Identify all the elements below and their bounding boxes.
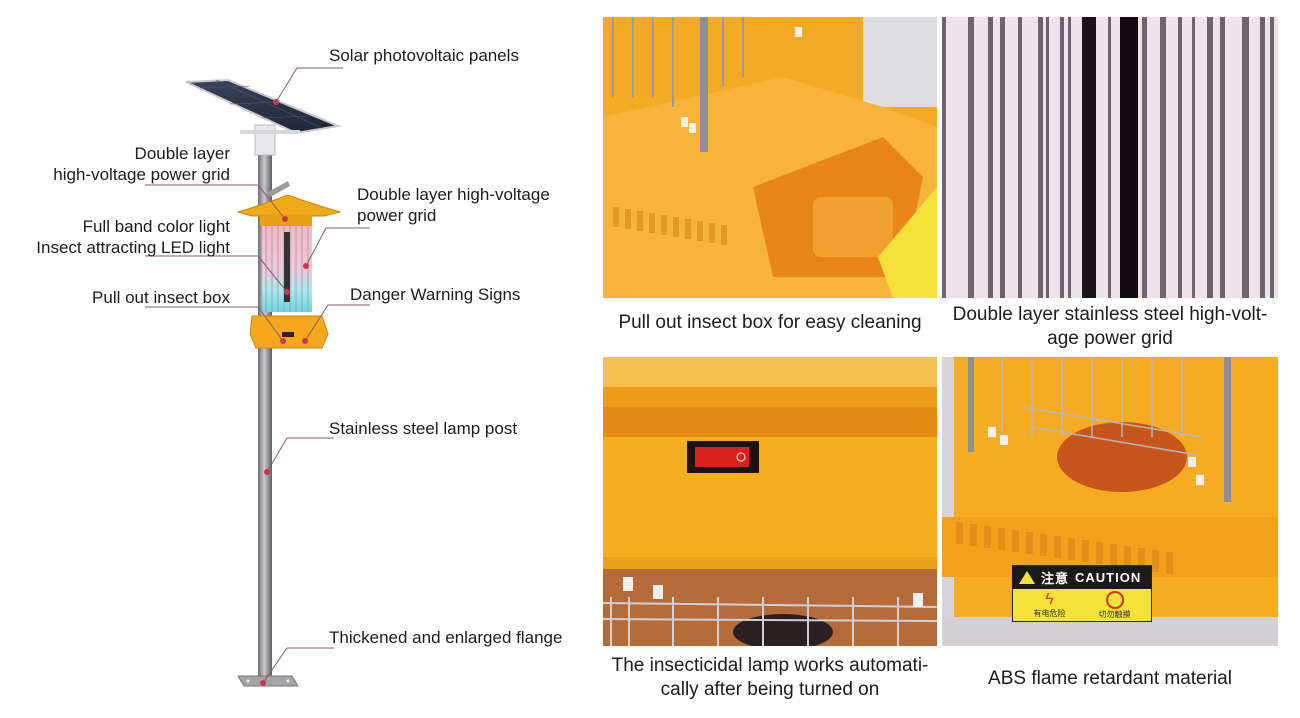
caption-abs-material: ABS flame retardant material xyxy=(988,668,1232,689)
warning-triangle-icon xyxy=(1019,571,1035,584)
electric-hazard-text: 有电危险 xyxy=(1033,609,1066,618)
caption-insect-box: Pull out insect box for easy cleaning xyxy=(618,312,922,333)
caption-power-switch-line1: The insecticidal lamp works automati- xyxy=(611,655,929,676)
insect-box-image xyxy=(603,17,937,298)
label-flange: Thickened and enlarged flange xyxy=(329,628,563,647)
no-touch-icon xyxy=(1105,591,1124,609)
label-grid-right-line1: Double layer high-voltage xyxy=(357,185,550,204)
caution-sign-header: 注意 CAUTION xyxy=(1013,566,1151,589)
photo-power-switch xyxy=(603,357,937,646)
label-warning-signs: Danger Warning Signs xyxy=(350,285,521,304)
label-grid-left-line2: high-voltage power grid xyxy=(53,165,230,184)
label-solar-panels: Solar photovoltaic panels xyxy=(329,46,519,65)
caption-power-switch: The insecticidal lamp works automati- ca… xyxy=(598,654,942,702)
no-touch-text: 切勿触摸 xyxy=(1098,610,1131,619)
product-diagram: Solar photovoltaic panels Double layer h… xyxy=(0,0,600,718)
caption-power-grid: Double layer stainless steel high-volt- … xyxy=(938,303,1282,351)
label-lamp-post: Stainless steel lamp post xyxy=(329,419,518,438)
no-touch: 切勿触摸 xyxy=(1099,591,1131,620)
caution-sign-body: ϟ 有电危险 切勿触摸 xyxy=(1013,589,1151,622)
solar-insect-lamp-illustration xyxy=(145,67,370,687)
caption-power-switch-line2: cally after being turned on xyxy=(660,679,880,700)
photo-abs-housing: 注意 CAUTION ϟ 有电危险 切勿触摸 xyxy=(942,357,1278,646)
lightning-bolt-icon: ϟ xyxy=(1045,591,1054,608)
photo-insect-box xyxy=(603,17,937,298)
label-insect-box: Pull out insect box xyxy=(92,288,230,307)
power-grid-image xyxy=(942,17,1278,298)
caution-title-en: CAUTION xyxy=(1075,570,1142,585)
label-grid-left-line1: Double layer xyxy=(134,144,230,163)
caption-power-grid-line1: Double layer stainless steel high-volt- xyxy=(952,304,1268,325)
photo-power-grid xyxy=(942,17,1278,298)
label-grid-right-line2: power grid xyxy=(357,206,437,225)
caption-power-grid-line2: age power grid xyxy=(1047,328,1173,349)
electric-hazard: ϟ 有电危险 xyxy=(1034,592,1066,619)
caution-warning-sign: 注意 CAUTION ϟ 有电危险 切勿触摸 xyxy=(1012,565,1152,622)
label-color-light-line1: Full band color light xyxy=(82,217,230,236)
power-switch-image xyxy=(603,357,937,646)
label-color-light-line2: Insect attracting LED light xyxy=(36,238,230,257)
caution-title-cn: 注意 xyxy=(1041,571,1070,586)
